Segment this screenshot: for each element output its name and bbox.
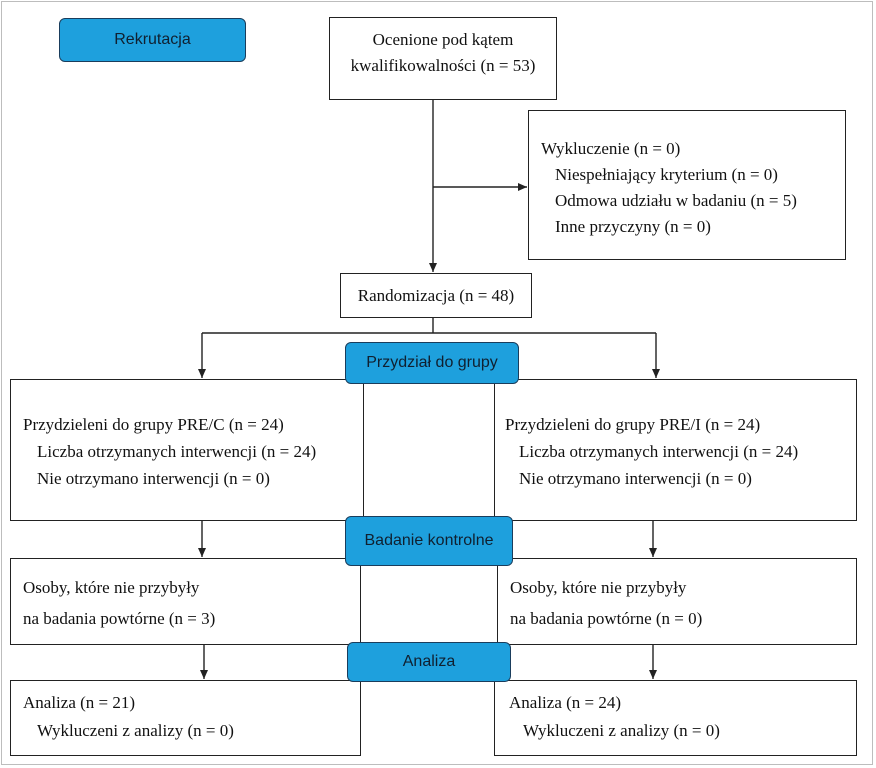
excluded-title: Wykluczenie (n = 0) — [541, 139, 681, 158]
stage-label-follow-up-text: Badanie kontrolne — [364, 532, 494, 549]
left-lost-line1: Osoby, które nie przybyły — [23, 578, 200, 597]
stage-label-recruitment: Rekrutacja — [59, 18, 246, 62]
left-allocation-box: Przydzieleni do grupy PRE/C (n = 24) Lic… — [10, 379, 364, 521]
right-lost-line2: na badania powtórne (n = 0) — [510, 609, 703, 628]
stage-label-allocation-text: Przydział do grupy — [366, 354, 498, 371]
randomization-box: Randomizacja (n = 48) — [340, 273, 532, 318]
right-allocation-box: Przydzieleni do grupy PRE/I (n = 24) Lic… — [494, 379, 857, 521]
enrollment-box: Ocenione pod kątem kwalifikowalności (n … — [329, 17, 557, 100]
enrollment-line2: kwalifikowalności (n = 53) — [350, 56, 536, 75]
excluded-reason: Inne przyczyny (n = 0) — [555, 217, 711, 236]
stage-label-recruitment-text: Rekrutacja — [114, 31, 191, 48]
stage-label-allocation: Przydział do grupy — [345, 342, 519, 384]
left-followup-box: Osoby, które nie przybyły na badania pow… — [10, 558, 361, 645]
stage-label-follow-up: Badanie kontrolne — [345, 516, 513, 566]
right-allocation-title: Przydzieleni do grupy PRE/I (n = 24) — [505, 415, 761, 434]
excluded-box: Wykluczenie (n = 0) Niespełniający kryte… — [528, 110, 846, 260]
stage-label-analysis: Analiza — [347, 642, 511, 682]
right-analysis-box: Analiza (n = 24) Wykluczeni z analizy (n… — [494, 680, 857, 756]
excluded-reason: Niespełniający kryterium (n = 0) — [555, 165, 778, 184]
right-lost-line1: Osoby, które nie przybyły — [510, 578, 687, 597]
left-received: Liczba otrzymanych interwencji (n = 24) — [37, 442, 317, 461]
excluded-reason: Odmowa udziału w badaniu (n = 5) — [555, 191, 797, 210]
left-lost-line2: na badania powtórne (n = 3) — [23, 609, 216, 628]
right-analysed: Analiza (n = 24) — [509, 693, 622, 712]
right-excluded-analysis: Wykluczeni z analizy (n = 0) — [523, 721, 720, 740]
left-analysis-box: Analiza (n = 21) Wykluczeni z analizy (n… — [10, 680, 361, 756]
right-not-received: Nie otrzymano interwencji (n = 0) — [519, 469, 752, 488]
randomization-text: Randomizacja (n = 48) — [357, 286, 515, 305]
left-analysed: Analiza (n = 21) — [23, 693, 136, 712]
left-not-received: Nie otrzymano interwencji (n = 0) — [37, 469, 270, 488]
right-received: Liczba otrzymanych interwencji (n = 24) — [519, 442, 799, 461]
right-followup-box: Osoby, które nie przybyły na badania pow… — [497, 558, 857, 645]
stage-label-analysis-text: Analiza — [402, 653, 456, 670]
enrollment-line1: Ocenione pod kątem — [372, 30, 514, 49]
left-excluded-analysis: Wykluczeni z analizy (n = 0) — [37, 721, 234, 740]
left-allocation-title: Przydzieleni do grupy PRE/C (n = 24) — [23, 415, 284, 434]
